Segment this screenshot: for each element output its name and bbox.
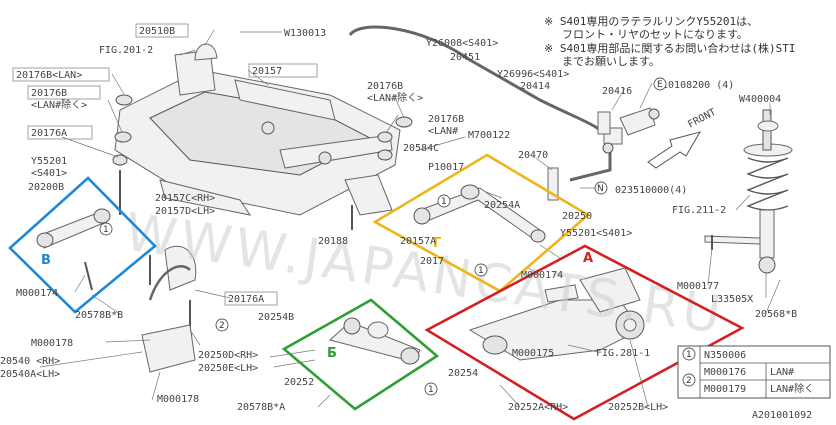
label-w130013: W130013 <box>284 28 326 39</box>
label-20250: 20250 <box>562 211 592 222</box>
label-fig281-1: FIG.281-1 <box>596 348 650 359</box>
label-20252: 20252 <box>284 377 314 388</box>
label-023510000: 023510000(4) <box>615 185 687 196</box>
label-w400004: W400004 <box>739 94 781 105</box>
label-20176a: 20176A <box>31 128 67 139</box>
label-20200b: 20200B <box>28 182 64 193</box>
label-s401: <S401> <box>31 168 67 179</box>
label-m000177: M000177 <box>677 281 719 292</box>
lateral-link-v-drawing <box>328 317 421 365</box>
label-20578b-b: 20578B*B <box>75 310 123 321</box>
label-20584c: 20584C <box>403 143 439 154</box>
legend-part-1: N350006 <box>704 350 746 361</box>
highlight-box-b <box>8 176 157 314</box>
label-20416: 20416 <box>602 86 632 97</box>
label-fig201-2: FIG.201-2 <box>99 45 153 56</box>
label-m700122: M700122 <box>468 130 510 141</box>
highlight-label-a: А <box>583 251 593 266</box>
note-line-4: までお願いします。 <box>562 55 660 68</box>
leader-lines <box>39 29 781 408</box>
label-lan-m: <LAN# <box>428 126 458 137</box>
label-20176b-r: 20176B <box>367 81 403 92</box>
label-20252a-rh: 20252A<RH> <box>508 402 568 413</box>
label-m000178: M000178 <box>31 338 73 349</box>
label-20252b-lh: 20252B<LH> <box>608 402 668 413</box>
label-20540a-lh: 20540A<LH> <box>0 369 60 380</box>
front-label: FRONT <box>686 107 718 131</box>
label-m000175: M000175 <box>512 348 554 359</box>
diagram-id: A201001092 <box>752 410 812 421</box>
legend-note-2: LAN# <box>770 367 794 378</box>
label-lan-excl: <LAN#除く> <box>31 98 87 111</box>
label-20540-rh: 20540 <RH> <box>0 356 60 367</box>
highlight-label-v: Б <box>327 346 337 361</box>
label-20414: 20414 <box>520 81 550 92</box>
label-010108200: 010108200 (4) <box>656 80 734 91</box>
label-m000174-b: M000174 <box>16 288 58 299</box>
label-20157d: 20157D<LH> <box>155 206 215 217</box>
legend-num-1: 1 <box>686 350 692 360</box>
label-20157: 20157 <box>252 66 282 77</box>
svg-text:E: E <box>657 80 663 90</box>
svg-text:N: N <box>597 184 604 194</box>
note-line-3: ※ S401専用部品に関するお問い合わせは(株)STI <box>544 41 795 55</box>
label-m000174: M000174 <box>521 270 563 281</box>
highlight-label-b: В <box>41 253 51 268</box>
legend-note-3: LAN#除く <box>770 382 814 395</box>
label-20250e-lh: 20250E<LH> <box>198 363 258 374</box>
rear-knuckle-drawing <box>468 267 645 361</box>
label-20250-s401: Y55201<S401> <box>560 228 632 239</box>
svg-text:2: 2 <box>219 321 225 331</box>
label-lan-excl-r: <LAN#除く> <box>367 91 423 104</box>
highlight-label-g: Г <box>433 236 441 251</box>
label-20157c: 20157C<RH> <box>155 193 215 204</box>
legend-num-2: 2 <box>686 376 692 386</box>
svg-text:1: 1 <box>428 385 434 395</box>
label-2017: 2017 <box>420 256 444 267</box>
highlight-box-v <box>281 298 440 411</box>
label-y26996: Y26996<S401> <box>497 69 569 80</box>
label-20568b: 20568*B <box>755 309 797 320</box>
label-20510b: 20510B <box>139 26 175 37</box>
bushings-drawing <box>112 94 713 373</box>
note-line-2: フロント・リヤのセットになります。 <box>562 28 748 41</box>
label-20254: 20254 <box>448 368 478 379</box>
label-20254a: 20254A <box>484 200 520 211</box>
highlight-box-g <box>372 153 591 293</box>
stabilizer-bar-drawing <box>348 25 660 182</box>
legend-table: 1 N350006 M000176 LAN# 2 M000179 LAN#除く <box>677 345 831 399</box>
part-labels: 20510B W130013 FIG.201-2 20157 20176B<LA… <box>0 23 797 413</box>
label-y26008: Y26008<S401> <box>426 38 498 49</box>
legend-part-2: M000176 <box>704 367 746 378</box>
label-20176a-b: 20176A <box>228 294 264 305</box>
label-y55201: Y55201 <box>31 156 67 167</box>
lateral-link-g-drawing <box>413 184 546 243</box>
label-20470: 20470 <box>518 150 548 161</box>
lateral-link-b-drawing <box>36 208 111 291</box>
rear-subframe-drawing <box>114 43 401 216</box>
shock-absorber-drawing <box>704 109 793 274</box>
svg-text:1: 1 <box>103 225 109 235</box>
label-20176b-lan: 20176B<LAN> <box>16 70 82 81</box>
label-20157a: 20157A <box>400 236 436 247</box>
label-20176b-m: 20176B <box>428 114 464 125</box>
reference-circles: 1 1 1 1 2 N E <box>99 77 667 396</box>
label-m000178-b: M000178 <box>157 394 199 405</box>
highlight-box-a <box>424 244 745 421</box>
notes-block: ※ S401専用のラテラルリンクY55201は、 フロント・リヤのセットになりま… <box>544 15 795 68</box>
label-20188: 20188 <box>318 236 348 247</box>
label-20176b: 20176B <box>31 88 67 99</box>
svg-text:1: 1 <box>478 266 484 276</box>
label-20250d-rh: 20250D<RH> <box>198 350 258 361</box>
label-fig211-2: FIG.211-2 <box>672 205 726 216</box>
svg-text:1: 1 <box>441 197 447 207</box>
label-20578b-a: 20578B*A <box>237 402 285 413</box>
label-20254b: 20254B <box>258 312 294 323</box>
label-l33505x: L33505X <box>711 294 753 305</box>
label-20451: 20451 <box>450 52 480 63</box>
note-line-1: ※ S401専用のラテラルリンクY55201は、 <box>544 15 758 28</box>
legend-part-3: M000179 <box>704 384 746 395</box>
label-p10017: P10017 <box>428 162 464 173</box>
